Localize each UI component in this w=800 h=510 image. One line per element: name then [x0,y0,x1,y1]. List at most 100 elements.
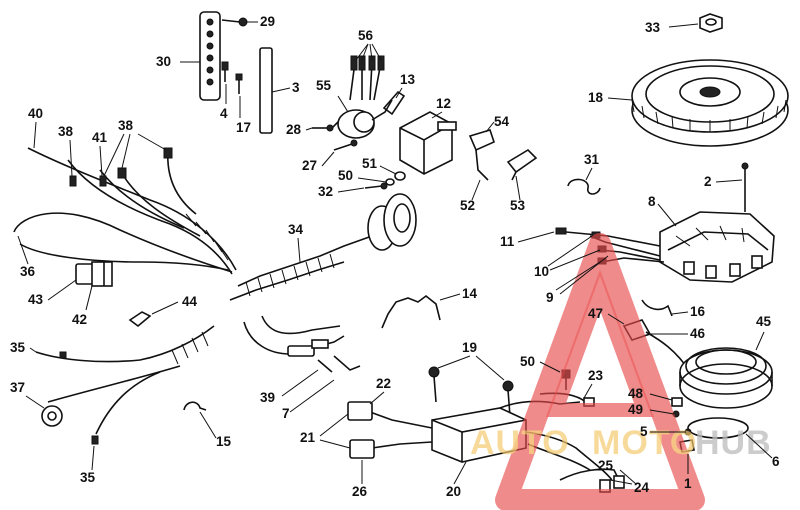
callout-23: 23 [583,368,604,399]
callout-30: 30 [156,54,200,69]
callout-leader-line [91,445,95,471]
callout-number: 49 [628,402,643,417]
callout-leader-line [281,369,319,397]
callout-36: 36 [17,235,36,279]
leads-and-solenoid-part [329,55,393,139]
callout-7: 7 [282,379,335,421]
callout-leader-line [361,43,369,61]
clip-part [567,178,601,195]
callout-number: 55 [316,78,332,93]
pack-mount-screws-part [428,366,514,417]
callout-leader-line [321,151,335,167]
callout-leader-line [609,479,633,485]
callout-54: 54 [485,114,510,133]
main-harness-part [229,193,417,301]
callout-8: 8 [648,194,677,227]
callout-number: 32 [318,184,333,199]
callout-43: 43 [28,279,77,307]
ignition-coil-part [399,111,457,175]
callout-number: 33 [645,20,661,35]
terminal-strip-part [199,11,221,101]
callout-number: 1 [684,476,692,491]
callout-number: 11 [500,234,515,249]
callout-number: 36 [20,264,36,279]
callout-13: 13 [395,72,416,99]
callout-leader-line [485,121,495,133]
callout-leader-line [517,231,555,243]
callout-33: 33 [645,20,699,35]
callout-28: 28 [286,122,313,137]
callout-9: 9 [546,255,609,305]
callout-55: 55 [316,78,349,113]
callout-number: 50 [520,354,535,369]
callout-40: 40 [28,106,43,149]
callout-leader-line [319,439,351,449]
callout-14: 14 [439,286,478,301]
callout-50: 50 [520,354,561,373]
callout-6: 6 [745,433,780,469]
callout-35: 35 [10,340,37,355]
callout-leader-line [337,95,349,113]
callout-leader-line [103,133,125,177]
callout-42: 42 [72,285,93,327]
callout-34: 34 [288,222,304,263]
callout-leader-line [17,235,29,265]
callout-number: 47 [588,306,603,321]
callout-leader-line [355,43,369,61]
callout-leader-line [549,249,601,271]
callout-leader-line [305,127,313,131]
callout-number: 44 [182,294,198,309]
mount-screws-part [312,124,358,151]
callout-15: 15 [199,411,232,449]
callout-10: 10 [534,235,601,279]
callout-leader-line [475,355,505,381]
callout-47: 47 [588,306,625,325]
callout-number: 19 [462,340,477,355]
callout-number: 53 [510,198,526,213]
callout-leader-line [99,145,103,177]
callout-leader-line [25,395,45,409]
callout-number: 42 [72,312,87,327]
callout-29: 29 [246,14,275,29]
bracket-part [382,90,406,116]
callout-45: 45 [755,314,772,351]
callout-leader-line [649,409,675,415]
callout-number: 34 [288,222,304,237]
callout-leader-line [297,237,301,263]
callout-number: 40 [28,106,43,121]
callout-53: 53 [510,175,526,213]
small-clip-part [128,311,152,328]
callout-number: 39 [260,390,275,405]
coil-leads-part [347,401,433,459]
callout-27: 27 [302,151,335,173]
flywheel-part [631,59,789,147]
callout-4: 4 [220,84,228,121]
callout-leader-line [439,293,461,301]
callout-35: 35 [80,445,96,485]
callout-number: 25 [598,458,614,473]
callout-number: 5 [640,424,648,439]
callout-number: 51 [362,156,378,171]
callout-leader-line [453,461,467,485]
callout-1: 1 [684,454,692,491]
callout-20: 20 [446,461,467,499]
callout-number: 22 [376,376,391,391]
callout-number: 4 [220,106,228,121]
callout-leader-line [539,361,561,373]
callout-number: 43 [28,292,44,307]
callout-26: 26 [352,460,368,499]
callout-leader-line [369,391,385,405]
callout-leader-line [379,165,397,175]
callout-48: 48 [628,386,673,401]
callout-56: 56 [355,28,382,61]
callout-leader-line [437,355,471,369]
callout-number: 23 [588,368,604,383]
callout-number: 9 [546,290,554,305]
callout-37: 37 [10,380,45,409]
callout-number: 35 [80,470,96,485]
callout-leader-line [745,433,773,459]
callout-25: 25 [590,458,614,473]
callout-leader-line [151,301,179,315]
